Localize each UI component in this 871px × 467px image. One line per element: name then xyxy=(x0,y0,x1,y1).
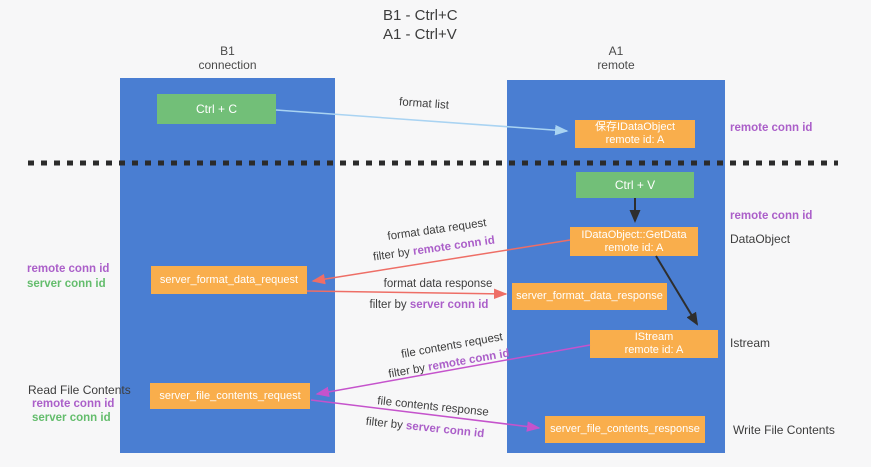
label-remote-conn-id-left-2: remote conn id xyxy=(32,398,115,410)
arrow-label-file-contents-response-filter: filter by server conn id xyxy=(365,416,485,440)
label-server-conn-id-left-1: server conn id xyxy=(27,278,106,290)
label-remote-conn-id-right-1: remote conn id xyxy=(730,122,813,134)
node-server-format-data-response: server_format_data_response xyxy=(512,283,667,310)
label-remote-conn-id-left-1: remote conn id xyxy=(27,263,110,275)
node-ctrl-v: Ctrl + V xyxy=(576,172,694,198)
column-a1-name: A1 xyxy=(608,44,624,58)
arrow-label-file-contents-response: file contents response xyxy=(376,395,490,419)
arrow-label-format-data-response: format data response xyxy=(383,278,493,290)
filter-key-server-conn-id: server conn id xyxy=(405,420,485,441)
format-data-response-arrow xyxy=(306,288,508,300)
filter-by-text: filter by xyxy=(365,415,404,432)
node-server-file-contents-request: server_file_contents_request xyxy=(150,383,310,409)
node-save-idataobject-line2: remote id: A xyxy=(605,134,665,146)
node-idataobject-getdata-line2: remote id: A xyxy=(604,241,664,254)
title-line-1: B1 - Ctrl+C xyxy=(383,7,458,24)
filter-by-text: filter by xyxy=(369,299,407,311)
column-header-b1: B1 connection xyxy=(120,44,335,72)
column-b1-name: B1 xyxy=(220,44,235,58)
column-header-a1: A1 remote xyxy=(507,44,725,72)
column-a1-subtitle: remote xyxy=(597,58,635,72)
node-server-file-contents-response: server_file_contents_response xyxy=(545,416,705,443)
arrow-label-format-list: format list xyxy=(398,96,450,112)
node-server-format-data-request: server_format_data_request xyxy=(151,266,307,294)
node-save-idataobject-line1: 保存IDataObject xyxy=(594,121,676,133)
node-istream: IStream remote id: A xyxy=(590,330,718,358)
node-idataobject-getdata: IDataObject::GetData remote id: A xyxy=(570,227,698,256)
arrow-label-format-data-response-filter: filter by server conn id xyxy=(370,299,489,311)
node-save-idataobject: 保存IDataObject remote id: A xyxy=(575,120,695,148)
node-ctrl-c: Ctrl + C xyxy=(157,94,276,124)
label-remote-conn-id-right-2: remote conn id xyxy=(730,210,813,222)
node-istream-line1: IStream xyxy=(634,331,674,343)
filter-by-text: filter by xyxy=(387,362,427,381)
label-write-file-contents: Write File Contents xyxy=(733,423,835,437)
filter-key-server-conn-id: server conn id xyxy=(409,299,489,311)
label-read-file-contents: Read File Contents xyxy=(28,383,131,397)
label-dataobject: DataObject xyxy=(730,232,791,246)
column-b1-subtitle: connection xyxy=(198,58,257,72)
title-line-2: A1 - Ctrl+V xyxy=(383,26,457,43)
label-server-conn-id-left-2: server conn id xyxy=(32,412,111,424)
node-idataobject-getdata-line1: IDataObject::GetData xyxy=(581,228,687,241)
filter-by-text: filter by xyxy=(372,246,411,264)
node-istream-line2: remote id: A xyxy=(624,344,684,356)
label-istream: Istream xyxy=(730,336,771,350)
diagram-title: B1 - Ctrl+C A1 - Ctrl+V xyxy=(383,6,458,44)
filter-key-remote-conn-id: remote conn id xyxy=(412,234,496,258)
